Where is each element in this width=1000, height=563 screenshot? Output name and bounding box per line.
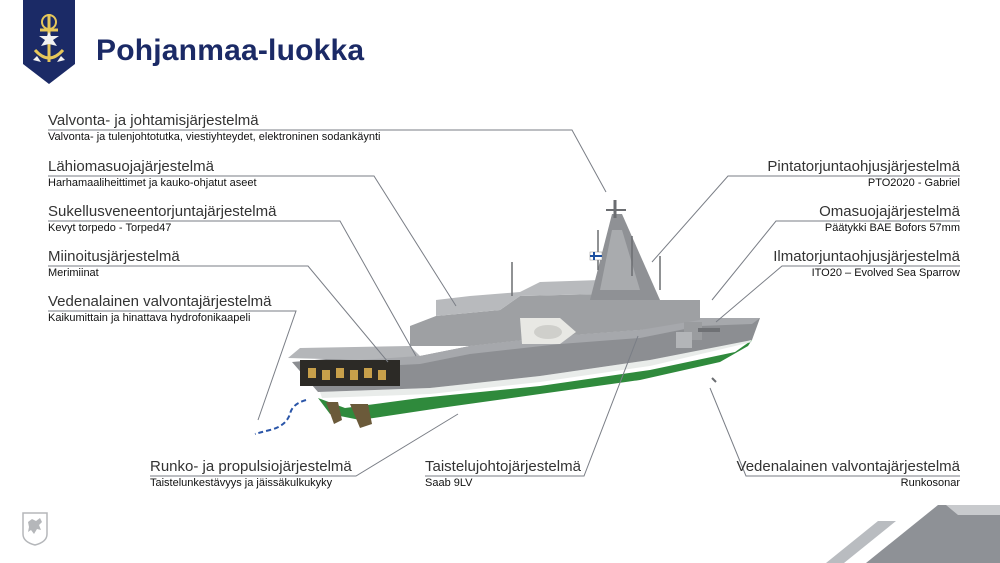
label-ilmatorjunta: Ilmatorjuntaohjusjärjestelmä ITO20 – Evo…: [773, 248, 960, 281]
label-heading: Taistelujohtojärjestelmä: [425, 458, 581, 476]
label-heading: Vedenalainen valvontajärjestelmä: [737, 458, 960, 476]
label-sub: PTO2020 - Gabriel: [767, 176, 960, 191]
label-heading: Lähiomasuojajärjestelmä: [48, 158, 257, 176]
label-lahiomasuoja: Lähiomasuojajärjestelmä Harhamaaliheitti…: [48, 158, 257, 191]
label-heading: Ilmatorjuntaohjusjärjestelmä: [773, 248, 960, 266]
label-vedenalainen-left: Vedenalainen valvontajärjestelmä Kaikumi…: [48, 293, 271, 326]
label-sukellusvene: Sukellusveneentorjuntajärjestelmä Kevyt …: [48, 203, 276, 236]
label-heading: Miinoitusjärjestelmä: [48, 248, 180, 266]
label-valvonta: Valvonta- ja johtamisjärjestelmä Valvont…: [48, 112, 380, 145]
leader-line-vedenalainen-left: [48, 311, 296, 420]
label-pintatorjunta: Pintatorjuntaohjusjärjestelmä PTO2020 - …: [767, 158, 960, 191]
label-sub: ITO20 – Evolved Sea Sparrow: [773, 266, 960, 281]
label-heading: Runko- ja propulsiojärjestelmä: [150, 458, 352, 476]
label-sub: Harhamaaliheittimet ja kauko-ohjatut ase…: [48, 176, 257, 191]
label-sub: Runkosonar: [737, 476, 960, 491]
label-heading: Valvonta- ja johtamisjärjestelmä: [48, 112, 380, 130]
label-heading: Sukellusveneentorjuntajärjestelmä: [48, 203, 276, 221]
label-heading: Omasuojajärjestelmä: [819, 203, 960, 221]
leader-line-lahiomasuoja: [48, 176, 456, 306]
label-sub: Merimiinat: [48, 266, 180, 281]
label-sub: Päätykki BAE Bofors 57mm: [819, 221, 960, 236]
label-sub: Kaikumittain ja hinattava hydrofonikaape…: [48, 311, 271, 326]
label-sub: Kevyt torpedo - Torped47: [48, 221, 276, 236]
leader-line-taistelujohto: [425, 336, 638, 476]
label-vedenalainen-right: Vedenalainen valvontajärjestelmä Runkoso…: [737, 458, 960, 491]
label-sub: Valvonta- ja tulenjohtotutka, viestiyhte…: [48, 130, 380, 145]
label-heading: Vedenalainen valvontajärjestelmä: [48, 293, 271, 311]
label-heading: Pintatorjuntaohjusjärjestelmä: [767, 158, 960, 176]
label-miinoitus: Miinoitusjärjestelmä Merimiinat: [48, 248, 180, 281]
coat-of-arms-icon: [22, 512, 48, 546]
leader-line-sukellusvene: [48, 221, 416, 356]
label-sub: Taistelunkestävyys ja jäissäkulkukyky: [150, 476, 352, 491]
label-taistelujohto: Taistelujohtojärjestelmä Saab 9LV: [425, 458, 581, 491]
label-runko: Runko- ja propulsiojärjestelmä Taistelun…: [150, 458, 352, 491]
label-sub: Saab 9LV: [425, 476, 581, 491]
label-omasuoja: Omasuojajärjestelmä Päätykki BAE Bofors …: [819, 203, 960, 236]
corner-stripes-decoration: [826, 505, 1000, 563]
